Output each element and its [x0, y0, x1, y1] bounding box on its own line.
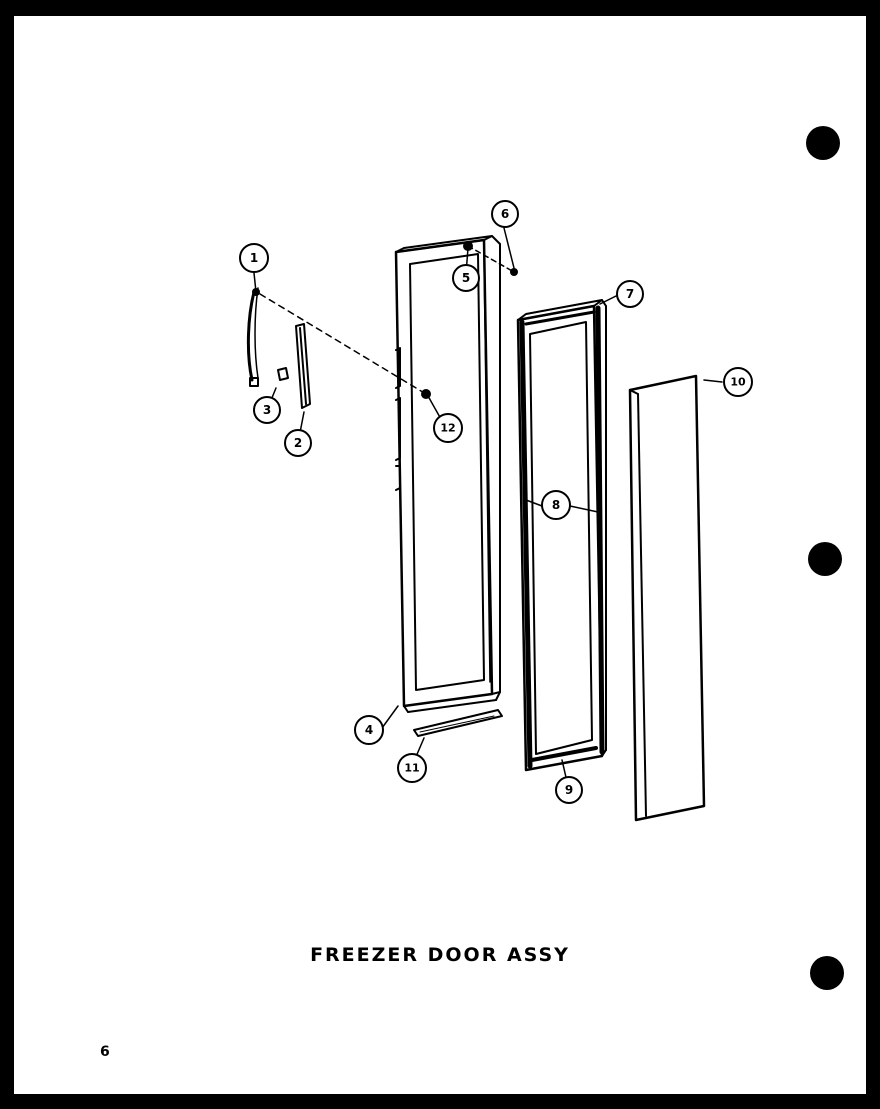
callout-11-label: 11 — [404, 762, 419, 775]
door-handle — [246, 287, 260, 387]
parts-diagram-page: 1 2 3 4 5 6 7 8 9 10 11 12 FREEZER DOOR … — [14, 16, 866, 1094]
callout-2-circle — [284, 429, 312, 457]
callout-11-circle — [397, 753, 427, 783]
callout-1-label: 1 — [250, 251, 258, 265]
callout-12-label: 12 — [440, 422, 455, 435]
screw — [510, 268, 518, 276]
trim-strip — [413, 709, 503, 737]
callout-3-label: 3 — [263, 403, 271, 417]
callout-8-circle — [541, 490, 571, 520]
callout-10-label: 10 — [730, 376, 746, 389]
binder-hole-middle — [808, 542, 842, 576]
exploded-view-diagram: 1 2 3 4 5 6 7 8 9 10 11 12 — [239, 200, 753, 822]
callout-7-circle — [616, 280, 644, 308]
diagram-title: FREEZER DOOR ASSY — [310, 944, 570, 966]
callout-1-circle — [239, 243, 269, 273]
binder-hole-bottom — [810, 956, 844, 990]
clip-part — [277, 367, 289, 381]
binder-hole-top — [806, 126, 840, 160]
door-outer-panel — [394, 235, 501, 713]
callout-5-label: 5 — [462, 271, 470, 285]
callout-3-circle — [253, 396, 281, 424]
callout-10-circle — [723, 367, 753, 397]
callout-6-circle — [491, 200, 519, 228]
door-liner-and-gasket — [516, 299, 607, 772]
callout-6-label: 6 — [501, 207, 509, 221]
callout-8-label: 8 — [552, 498, 560, 512]
callout-4-circle — [354, 715, 384, 745]
callout-7-label: 7 — [626, 287, 634, 301]
callout-5-circle — [452, 264, 480, 292]
callout-4-label: 4 — [365, 723, 373, 737]
callout-9-label: 9 — [565, 783, 573, 797]
page-number: 6 — [100, 1044, 110, 1060]
callout-12-circle — [433, 413, 463, 443]
handle-trim — [295, 323, 311, 409]
door-insulation-panel — [628, 374, 706, 822]
callout-9-circle — [555, 776, 583, 804]
callout-2-label: 2 — [294, 436, 302, 450]
